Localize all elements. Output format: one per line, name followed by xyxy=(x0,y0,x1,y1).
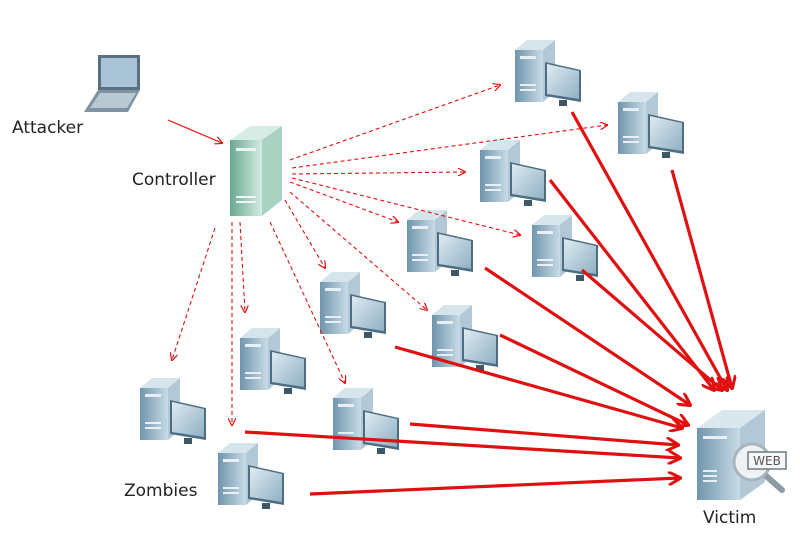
control-arrow xyxy=(172,227,216,360)
control-arrow xyxy=(284,199,325,268)
zombie-computer-icon xyxy=(240,328,306,394)
victim-web-server-icon: WEB xyxy=(697,410,787,500)
attacker-laptop-icon xyxy=(84,55,140,112)
control-arrow xyxy=(291,172,465,174)
attack-arrow xyxy=(409,422,678,445)
control-arrows xyxy=(172,85,607,425)
attacker-label: Attacker xyxy=(12,118,84,138)
control-arrow xyxy=(289,191,427,310)
attack-arrows xyxy=(244,111,732,496)
zombies-label: Zombies xyxy=(124,481,198,501)
zombie-computer-icon xyxy=(618,92,684,158)
attack-arrow xyxy=(548,179,714,390)
attack-arrow xyxy=(499,333,688,425)
zombie-computer-icon xyxy=(515,40,581,106)
attack-arrow xyxy=(484,266,690,405)
zombie-computer-icon xyxy=(320,272,386,338)
controller-label: Controller xyxy=(132,170,216,190)
zombie-computer-icon xyxy=(407,210,473,276)
attack-arrow xyxy=(570,111,727,390)
attack-arrow xyxy=(244,430,680,458)
zombie-computer-icon xyxy=(480,140,546,206)
control-arrow xyxy=(239,221,245,312)
zombie-computer-icon xyxy=(218,443,284,509)
zombie-computer-icon xyxy=(140,378,206,444)
control-arrow xyxy=(289,181,398,222)
control-arrow xyxy=(269,221,345,383)
attack-arrow xyxy=(394,345,682,428)
control-arrow xyxy=(291,125,607,169)
attack-arrow xyxy=(309,478,680,496)
zombie-computer-icon xyxy=(333,388,399,454)
zombie-computer-icon xyxy=(532,215,598,281)
control-arrow xyxy=(289,85,500,161)
attack-arrow xyxy=(580,268,722,390)
command-arrow xyxy=(167,119,222,143)
web-badge: WEB xyxy=(753,454,781,468)
controller-server-icon xyxy=(230,126,282,216)
attack-arrow xyxy=(670,169,732,388)
victim-label: Victim xyxy=(703,508,757,528)
